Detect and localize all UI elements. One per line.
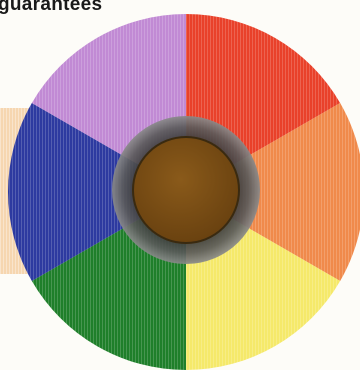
center-disc [133, 137, 239, 243]
